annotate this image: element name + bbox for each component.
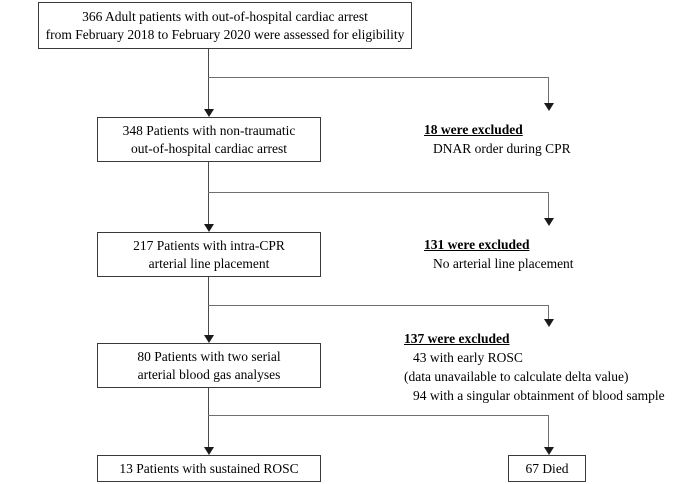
flow-node-sustained-rosc-line1: 13 Patients with sustained ROSC xyxy=(119,460,299,476)
connector-branch-3 xyxy=(208,305,549,306)
exclusion-block-no-arterial-line: 131 were excluded No arterial line place… xyxy=(424,235,574,273)
arrowhead-to-exclusion-3 xyxy=(544,319,554,327)
connector-trunk-1 xyxy=(208,49,209,110)
exclusion-block-abg-unavailable: 137 were excluded 43 with early ROSC (da… xyxy=(404,329,665,406)
arrowhead-to-died xyxy=(544,447,554,455)
connector-trunk-4 xyxy=(208,388,209,448)
connector-trunk-2 xyxy=(208,162,209,225)
flow-node-nontraumatic-line1: 348 Patients with non-traumatic xyxy=(122,122,296,138)
connector-branch-2 xyxy=(208,192,549,193)
arrowhead-to-sustained-rosc xyxy=(204,447,214,455)
flow-node-enrollment: 366 Adult patients with out-of-hospital … xyxy=(38,2,412,49)
flow-node-arterial-line: 217 Patients with intra-CPR arterial lin… xyxy=(97,232,321,277)
flow-node-died: 67 Died xyxy=(508,455,586,482)
flow-node-died-line1: 67 Died xyxy=(525,460,569,476)
connector-branch-1 xyxy=(208,77,549,78)
flow-node-arterial-line-line2: arterial line placement xyxy=(148,255,270,271)
flow-node-enrollment-line2: from February 2018 to February 2020 were… xyxy=(45,26,405,42)
connector-branch-4 xyxy=(208,415,549,416)
exclusion-heading-no-arterial-line: 131 were excluded xyxy=(424,237,530,252)
flow-node-serial-abg-line1: 80 Patients with two serial xyxy=(137,348,281,364)
flow-node-arterial-line-line1: 217 Patients with intra-CPR xyxy=(133,237,285,253)
arrowhead-to-exclusion-2 xyxy=(544,218,554,226)
connector-branch-3-drop xyxy=(548,305,549,319)
exclusion-reason-abg-unavailable-1: 43 with early ROSC xyxy=(413,350,523,366)
connector-branch-4-drop xyxy=(548,415,549,448)
connector-branch-2-drop xyxy=(548,192,549,218)
flow-node-serial-abg-line2: arterial blood gas analyses xyxy=(137,366,281,382)
flow-node-enrollment-line1: 366 Adult patients with out-of-hospital … xyxy=(82,8,368,24)
exclusion-reason-dnar-1: DNAR order during CPR xyxy=(433,141,571,157)
exclusion-block-dnar: 18 were excluded DNAR order during CPR xyxy=(424,120,571,158)
arrowhead-to-exclusion-1 xyxy=(544,103,554,111)
flow-node-nontraumatic: 348 Patients with non-traumatic out-of-h… xyxy=(97,117,321,162)
exclusion-reason-abg-unavailable-3: 94 with a singular obtainment of blood s… xyxy=(413,388,665,404)
exclusion-heading-abg-unavailable: 137 were excluded xyxy=(404,331,510,346)
exclusion-heading-dnar: 18 were excluded xyxy=(424,122,523,137)
arrowhead-to-nontraumatic xyxy=(204,109,214,117)
flow-node-sustained-rosc: 13 Patients with sustained ROSC xyxy=(97,455,321,482)
exclusion-reason-abg-unavailable-2: (data unavailable to calculate delta val… xyxy=(404,369,629,385)
exclusion-reason-no-arterial-line-1: No arterial line placement xyxy=(433,256,574,272)
flow-node-serial-abg: 80 Patients with two serial arterial blo… xyxy=(97,343,321,388)
arrowhead-to-serial-abg xyxy=(204,335,214,343)
arrowhead-to-arterial-line xyxy=(204,224,214,232)
connector-trunk-3 xyxy=(208,277,209,336)
connector-branch-1-drop xyxy=(548,77,549,103)
flow-node-nontraumatic-line2: out-of-hospital cardiac arrest xyxy=(131,140,287,156)
